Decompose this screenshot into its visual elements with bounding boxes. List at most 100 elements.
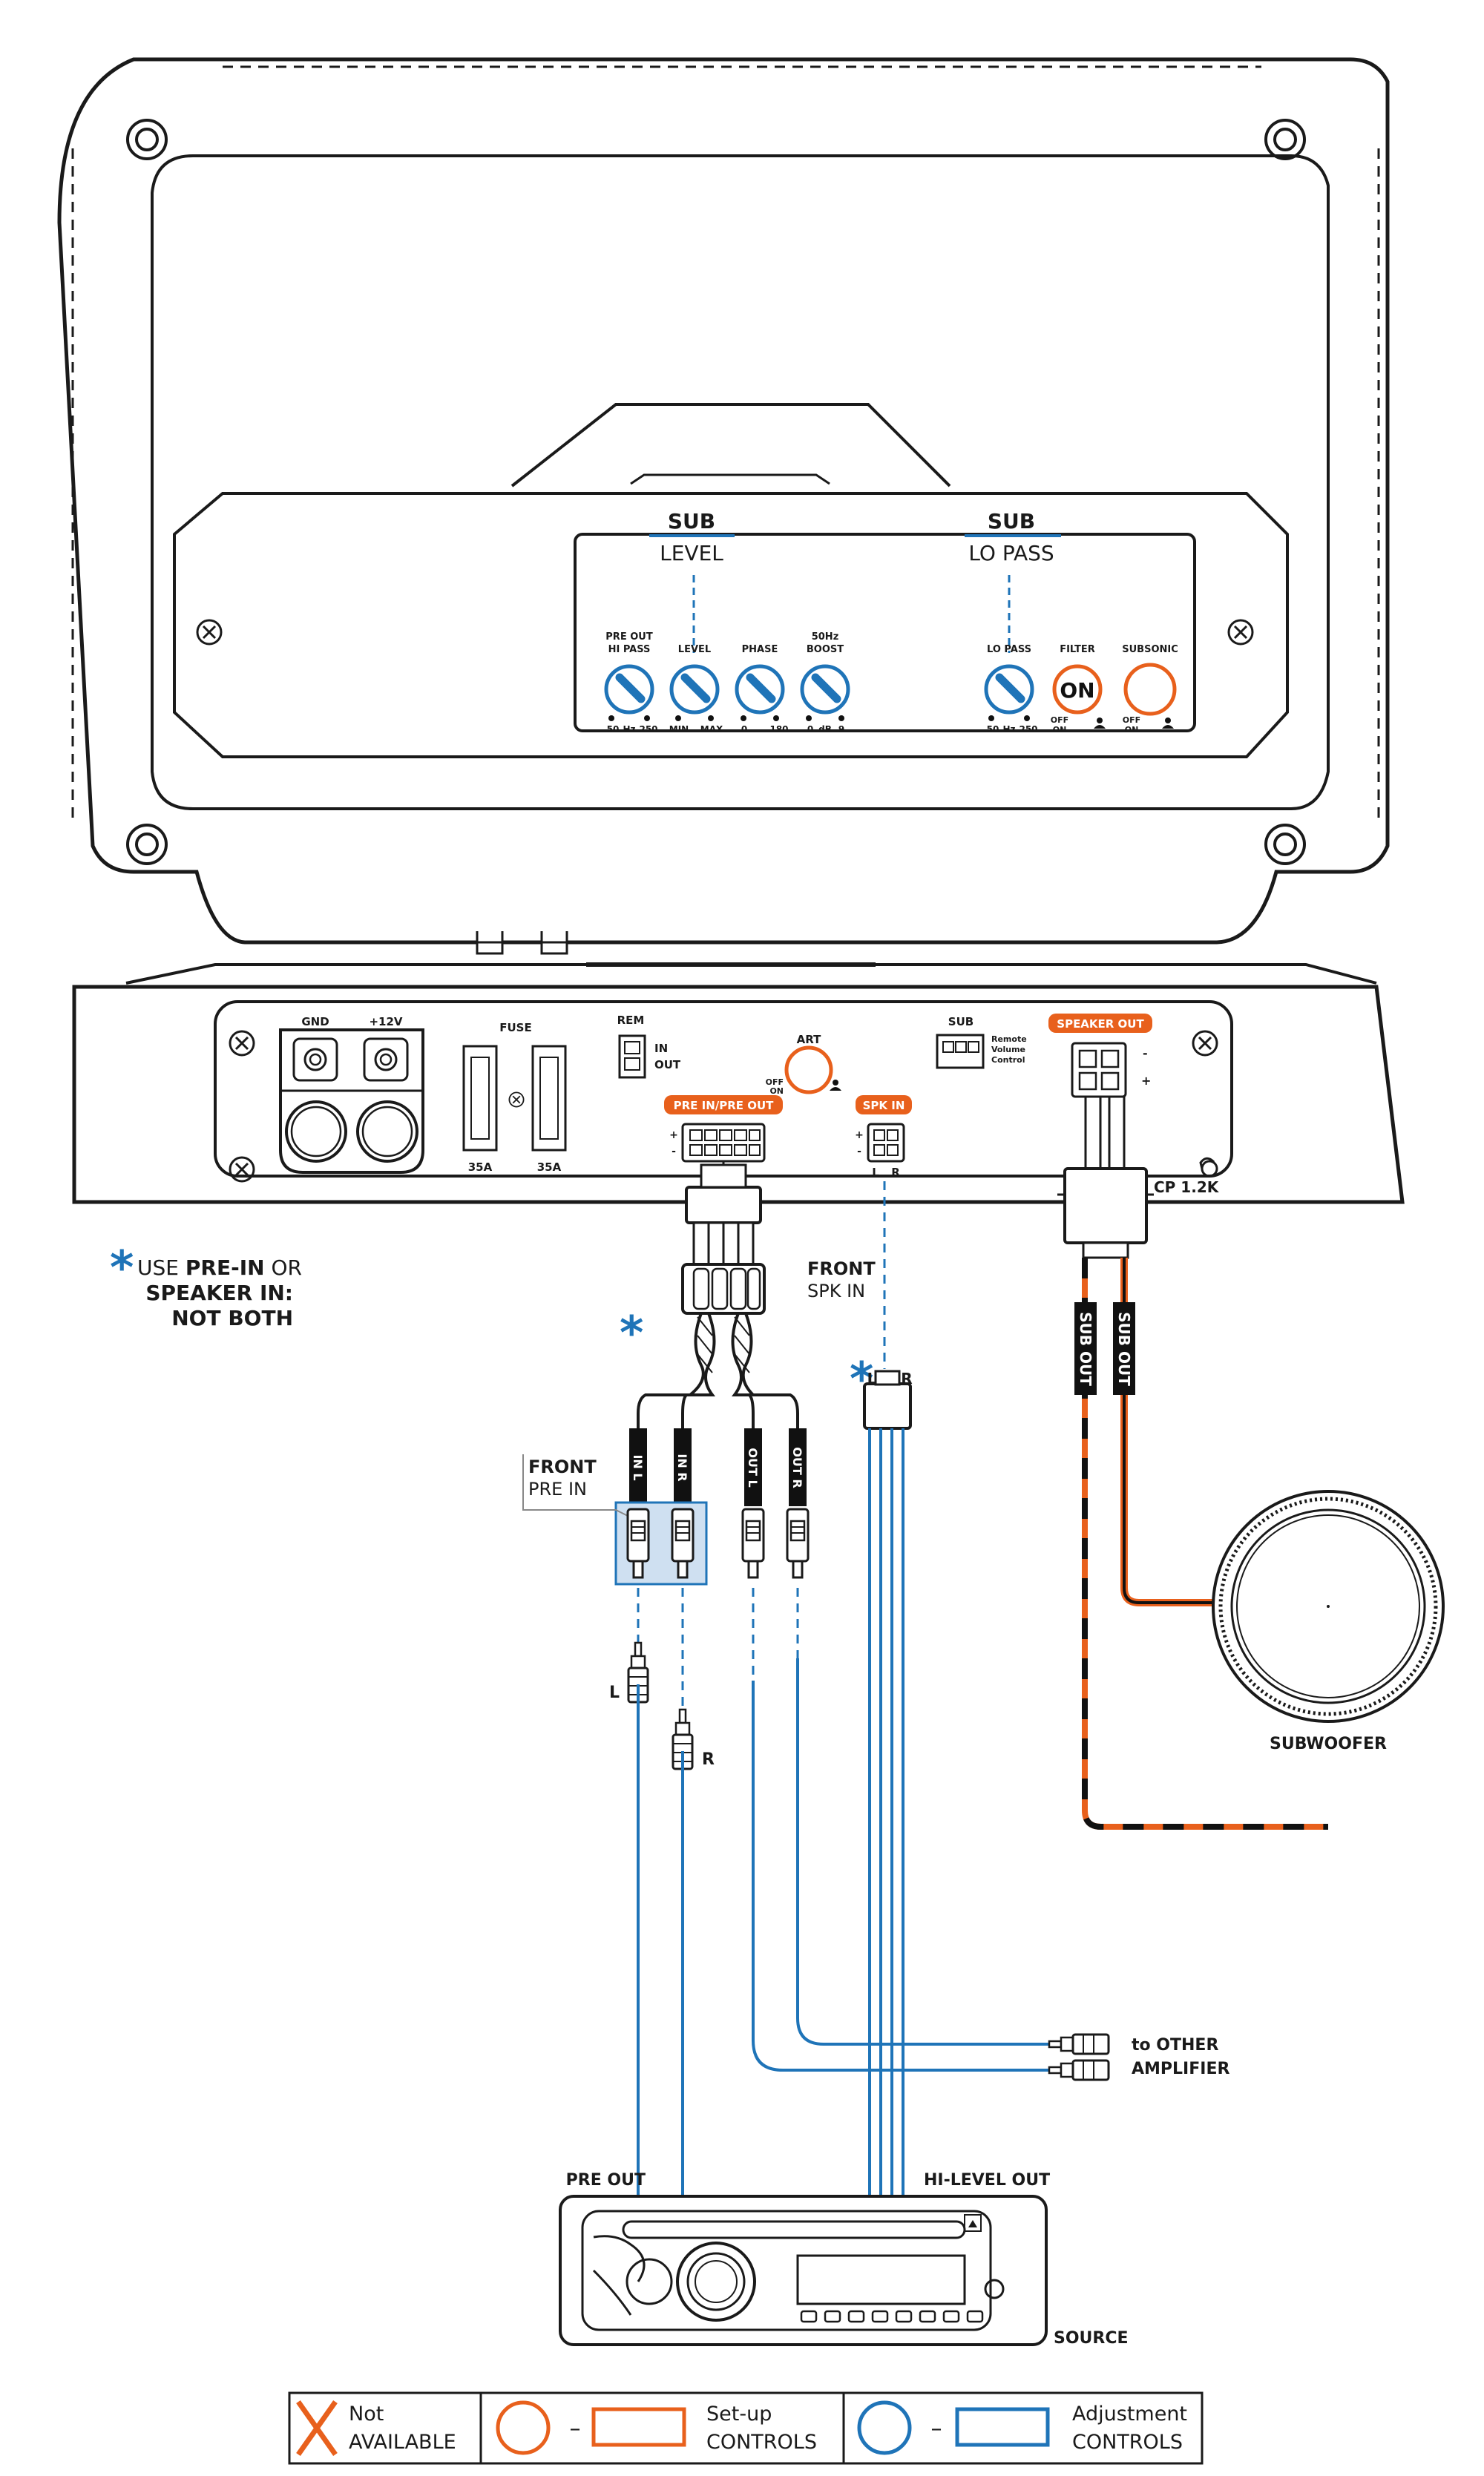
- svg-text:Volume: Volume: [991, 1045, 1025, 1054]
- knob-preout-hipass[interactable]: PRE OUT HI PASS 50 Hz 250: [605, 631, 658, 735]
- subwoofer: [1212, 1490, 1445, 1723]
- svg-text:MAX: MAX: [700, 724, 723, 735]
- pre-in-harness: *: [620, 1161, 799, 1447]
- svg-text:BOOST: BOOST: [807, 644, 844, 655]
- front-pre-in-callout: FRONT PRE IN: [522, 1454, 631, 1518]
- knob-lopass[interactable]: LO PASS 50 Hz 250: [986, 644, 1038, 735]
- svg-text:OUT: OUT: [654, 1058, 681, 1071]
- source-label: SOURCE: [1054, 2329, 1129, 2348]
- rca-out-r[interactable]: [786, 1508, 810, 1579]
- svg-text:-: -: [857, 1146, 861, 1157]
- spk-in-plug[interactable]: [863, 1370, 912, 1430]
- svg-text:SPEAKER IN:: SPEAKER IN:: [145, 1281, 293, 1305]
- amplifier-top-view: SUB LEVEL SUB LO PASS PRE OUT HI PASS 50…: [57, 57, 1390, 955]
- spk-in-connector[interactable]: [867, 1123, 905, 1163]
- svg-text:35A: 35A: [537, 1160, 562, 1174]
- svg-text:R: R: [891, 1166, 900, 1179]
- svg-text:OFF: OFF: [1051, 715, 1068, 725]
- svg-text:Control: Control: [991, 1055, 1025, 1065]
- speaker-out-connector[interactable]: [1071, 1042, 1127, 1098]
- spk-in-badge: SPK IN: [856, 1095, 912, 1114]
- not-available-icon: [296, 2400, 338, 2457]
- svg-text:CONTROLS: CONTROLS: [706, 2431, 817, 2454]
- svg-text:FILTER: FILTER: [1060, 644, 1095, 655]
- pre-out-label: PRE OUT: [566, 2171, 646, 2190]
- svg-text:+: +: [1141, 1074, 1151, 1088]
- asterisk-icon: *: [110, 1241, 134, 1295]
- sub-level-subtitle: LEVEL: [660, 541, 723, 565]
- filter-state: ON: [1060, 678, 1094, 703]
- rca-plug-out-r[interactable]: [1048, 2059, 1110, 2081]
- sub-remote-connector[interactable]: [936, 1034, 985, 1069]
- svg-text:9: 9: [838, 724, 844, 735]
- rca-tag-in-l: IN L: [631, 1454, 645, 1480]
- rem-connector[interactable]: [618, 1034, 646, 1079]
- control-panel-raise: [510, 403, 951, 487]
- svg-text:R: R: [702, 1750, 715, 1769]
- knob-phase[interactable]: PHASE 0 180: [737, 644, 789, 735]
- svg-text:L: L: [609, 1684, 620, 1702]
- svg-text:250: 250: [1019, 724, 1037, 735]
- svg-text:Set-up: Set-up: [706, 2403, 772, 2426]
- front-spk-in-label: FRONT SPK IN: [807, 1258, 876, 1301]
- svg-text:PRE IN/PRE OUT: PRE IN/PRE OUT: [674, 1099, 775, 1112]
- legend: Not AVAILABLE – Set-up CONTROLS – Adjust…: [288, 2391, 1204, 2465]
- art-switch[interactable]: [784, 1045, 833, 1094]
- rca-tag-out-r: OUT R: [790, 1447, 804, 1488]
- art-label: ART: [797, 1033, 821, 1046]
- svg-text:+: +: [669, 1129, 678, 1141]
- knob-level[interactable]: LEVEL MIN MAX: [669, 644, 723, 735]
- plus12v-label: +12V: [369, 1015, 402, 1028]
- svg-text:IN: IN: [654, 1042, 668, 1055]
- use-note: * USE PRE-IN OR SPEAKER IN: NOT BOTH: [110, 1241, 302, 1330]
- control-window: [574, 533, 1196, 732]
- svg-text:50Hz: 50Hz: [812, 631, 839, 643]
- source-head-unit: [559, 2195, 1048, 2346]
- rca-out-l[interactable]: [741, 1508, 765, 1579]
- svg-text:-: -: [672, 1146, 676, 1157]
- sub-lopass-subtitle: LO PASS: [968, 541, 1054, 565]
- model-label: CP 1.2K: [1154, 1178, 1220, 1196]
- to-other-amplifier-label: to OTHER AMPLIFIER: [1132, 2036, 1229, 2078]
- heatsink-fins: [71, 65, 1380, 824]
- svg-text:0: 0: [741, 724, 747, 735]
- svg-text:FRONT: FRONT: [807, 1258, 876, 1279]
- gnd-label: GND: [301, 1015, 329, 1028]
- dashed-links: [637, 1181, 886, 1714]
- setup-rect-icon: [591, 2407, 686, 2447]
- svg-text:to OTHER: to OTHER: [1132, 2036, 1218, 2055]
- svg-text:OFF: OFF: [766, 1077, 784, 1087]
- adjustment-circle-icon: [857, 2400, 912, 2455]
- svg-text:Adjustment: Adjustment: [1072, 2403, 1187, 2426]
- filter-switch[interactable]: FILTER ON OFF ON: [1051, 644, 1106, 735]
- knob-bass-boost[interactable]: 50Hz BOOST 0 dB 9: [802, 631, 848, 735]
- rca-plug-out-l[interactable]: [1048, 2033, 1110, 2055]
- svg-text:50: 50: [987, 724, 999, 735]
- subsonic-switch[interactable]: SUBSONIC OFF ON: [1122, 644, 1178, 735]
- adjustment-rect-icon: [955, 2407, 1050, 2447]
- pre-in-pre-out-badge: PRE IN/PRE OUT: [664, 1095, 783, 1114]
- knob-label-line1: PRE OUT: [605, 631, 653, 643]
- svg-text:SUBSONIC: SUBSONIC: [1122, 644, 1178, 655]
- svg-text:NOT BOTH: NOT BOTH: [171, 1306, 293, 1330]
- sub-level-title: SUB: [668, 509, 715, 533]
- sub-out-tag-1: SUB OUT: [1077, 1312, 1094, 1386]
- svg-text:Not: Not: [349, 2403, 384, 2426]
- sub-out-harness: [1057, 1095, 1154, 1259]
- sub-lopass-title: SUB: [988, 509, 1035, 533]
- fuse-left[interactable]: [462, 1045, 498, 1152]
- svg-text:35A: 35A: [468, 1160, 493, 1174]
- fuse-label: FUSE: [499, 1021, 531, 1034]
- svg-text:L: L: [872, 1166, 879, 1179]
- svg-text:AVAILABLE: AVAILABLE: [349, 2431, 456, 2454]
- mount-clips: [476, 931, 568, 955]
- svg-text:OFF: OFF: [1123, 715, 1140, 725]
- fuse-right[interactable]: [531, 1045, 567, 1152]
- svg-text:ON: ON: [1053, 725, 1067, 735]
- svg-text:180: 180: [769, 724, 788, 735]
- svg-text:LO PASS: LO PASS: [987, 644, 1031, 655]
- speaker-out-badge: SPEAKER OUT: [1048, 1014, 1152, 1033]
- svg-text:PRE IN: PRE IN: [528, 1479, 587, 1500]
- pre-in-connector[interactable]: [681, 1123, 766, 1163]
